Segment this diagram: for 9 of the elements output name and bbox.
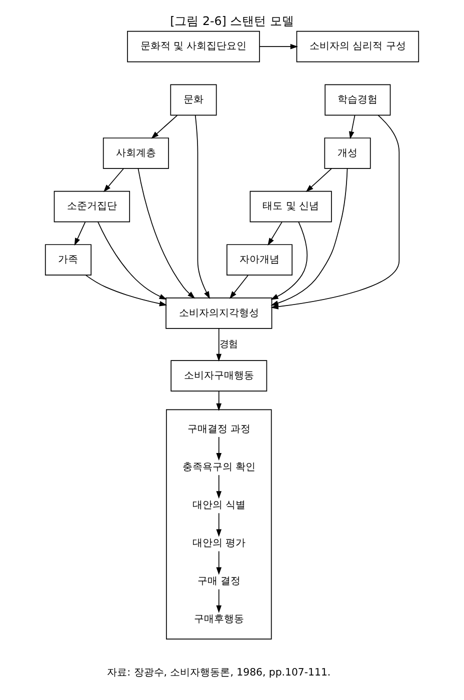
node-text: 구매후행동 [194, 614, 244, 626]
node-text: 충족욕구의 확인 [182, 462, 256, 473]
caption: 자료: 장광수, 소비자행동론, 1986, pp.107-111. [107, 667, 331, 678]
node-text: 구매 결정 [197, 576, 240, 588]
edge-label: 경험 [220, 338, 238, 350]
node-text: 대안의 식별 [192, 500, 246, 511]
node-text: 대안의 평가 [192, 538, 246, 550]
diagram-title: [그림 2-6] 스탠턴 모델 [170, 14, 294, 28]
node-text: 구매결정 과정 [187, 424, 250, 435]
